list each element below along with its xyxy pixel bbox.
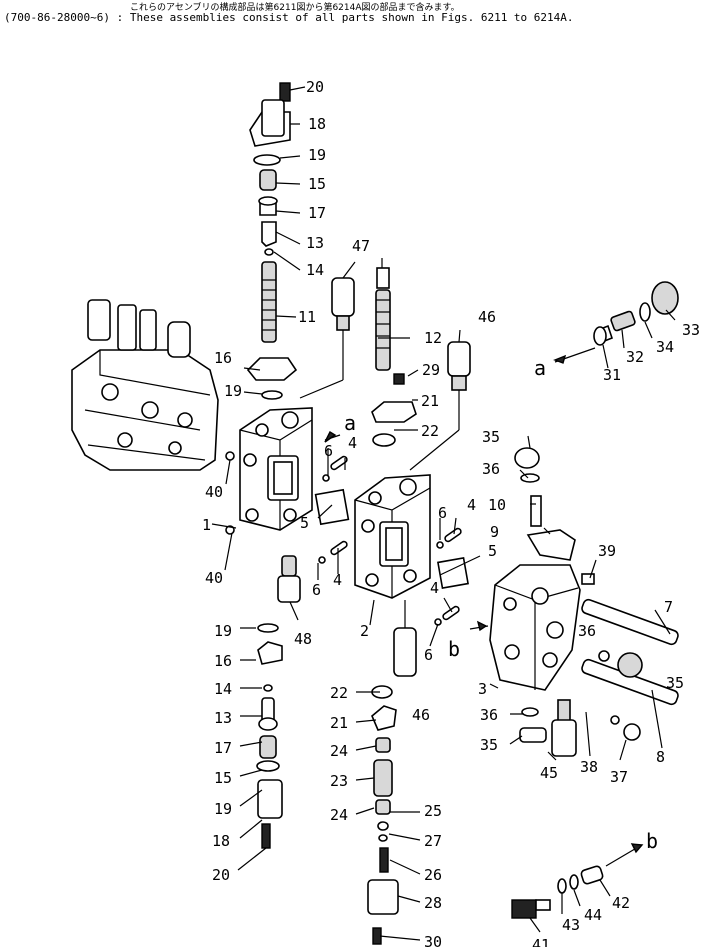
- callout-17: 17: [214, 739, 232, 757]
- callout-36: 36: [480, 706, 498, 724]
- callout-6: 6: [312, 581, 321, 599]
- valve-section-3: [489, 447, 679, 757]
- callout-4: 4: [348, 434, 357, 452]
- callout-36: 36: [482, 460, 500, 478]
- callout-28: 28: [424, 894, 442, 912]
- lower-middle-stack: [367, 600, 417, 945]
- callout-27: 27: [424, 832, 442, 850]
- callout-9: 9: [490, 523, 499, 541]
- callout-5: 5: [488, 542, 497, 560]
- callout-19: 19: [224, 382, 242, 400]
- callout-16: 16: [214, 349, 232, 367]
- callout-20: 20: [212, 866, 230, 884]
- callout-36: 36: [578, 622, 596, 640]
- callout-19: 19: [308, 146, 326, 164]
- callout-48: 48: [294, 630, 312, 648]
- callout-25: 25: [424, 802, 442, 820]
- callout-15: 15: [214, 769, 232, 787]
- ref-a-center: a: [344, 411, 356, 435]
- leader-lines: [211, 86, 676, 941]
- callout-46: 46: [478, 308, 496, 326]
- callout-21: 21: [421, 392, 439, 410]
- callout-23: 23: [330, 772, 348, 790]
- callout-34: 34: [656, 338, 674, 356]
- callout-14: 14: [306, 261, 324, 279]
- callout-12: 12: [424, 329, 442, 347]
- callout-22: 22: [330, 684, 348, 702]
- reference-letters: a a b b: [344, 356, 658, 853]
- callout-6: 6: [424, 646, 433, 664]
- callout-15: 15: [308, 175, 326, 193]
- callout-10: 10: [488, 496, 506, 514]
- callout-32: 32: [626, 348, 644, 366]
- callout-26: 26: [424, 866, 442, 884]
- plug-group-a: [593, 281, 679, 346]
- callout-29: 29: [422, 361, 440, 379]
- callout-7: 7: [664, 598, 673, 616]
- callout-44: 44: [584, 906, 602, 924]
- callout-18: 18: [308, 115, 326, 133]
- relief-and-spool-group: [299, 267, 471, 471]
- callout-13: 13: [306, 234, 324, 252]
- callout-37: 37: [610, 768, 628, 786]
- callout-41: 41: [532, 936, 550, 947]
- callout-19: 19: [214, 622, 232, 640]
- callout-18: 18: [212, 832, 230, 850]
- callout-47: 47: [352, 237, 370, 255]
- callout-35: 35: [480, 736, 498, 754]
- callout-31: 31: [603, 366, 621, 384]
- callout-38: 38: [580, 758, 598, 776]
- ref-b-bottom: b: [646, 829, 658, 853]
- callout-14: 14: [214, 680, 232, 698]
- callout-8: 8: [656, 748, 665, 766]
- callout-17: 17: [308, 204, 326, 222]
- callout-11: 11: [298, 308, 316, 326]
- ref-b-center: b: [448, 637, 460, 661]
- callout-39: 39: [598, 542, 616, 560]
- assembly-thumbnail: [71, 299, 219, 471]
- callout-3: 3: [478, 680, 487, 698]
- upper-spool-stack: [246, 82, 298, 400]
- valve-section-2: [354, 474, 431, 599]
- callout-19: 19: [214, 800, 232, 818]
- callout-21: 21: [330, 714, 348, 732]
- callout-46: 46: [412, 706, 430, 724]
- header-english: (700-86-28000~6) : These assemblies cons…: [4, 11, 574, 24]
- callout-22: 22: [421, 422, 439, 440]
- callout-24: 24: [330, 806, 348, 824]
- callout-30: 30: [424, 933, 442, 947]
- callout-13: 13: [214, 709, 232, 727]
- callout-43: 43: [562, 916, 580, 934]
- lower-spool-stack: [256, 555, 301, 849]
- callout-5: 5: [300, 514, 309, 532]
- callout-40: 40: [205, 483, 223, 501]
- callout-40: 40: [205, 569, 223, 587]
- callout-6: 6: [324, 442, 333, 460]
- callout-6: 6: [438, 504, 447, 522]
- ref-a-right: a: [534, 356, 546, 380]
- callout-4: 4: [333, 571, 342, 589]
- valve-section-1: [239, 407, 313, 531]
- callout-35: 35: [482, 428, 500, 446]
- callout-45: 45: [540, 764, 558, 782]
- callout-4: 4: [467, 496, 476, 514]
- callout-2: 2: [360, 622, 369, 640]
- callout-42: 42: [612, 894, 630, 912]
- callout-20: 20: [306, 78, 324, 96]
- callout-4: 4: [430, 579, 439, 597]
- callout-35: 35: [666, 674, 684, 692]
- callout-33: 33: [682, 321, 700, 339]
- callout-16: 16: [214, 652, 232, 670]
- callout-24: 24: [330, 742, 348, 760]
- callout-labels: 20 18 19 15 17 13 14 11 16 19 47 12 46 2…: [202, 78, 700, 947]
- plug-group-b: [511, 865, 604, 919]
- callout-1: 1: [202, 516, 211, 534]
- header-japanese: これらのアセンブリの構成部品は第6211図から第6214A図の部品まで含みます。: [130, 3, 460, 13]
